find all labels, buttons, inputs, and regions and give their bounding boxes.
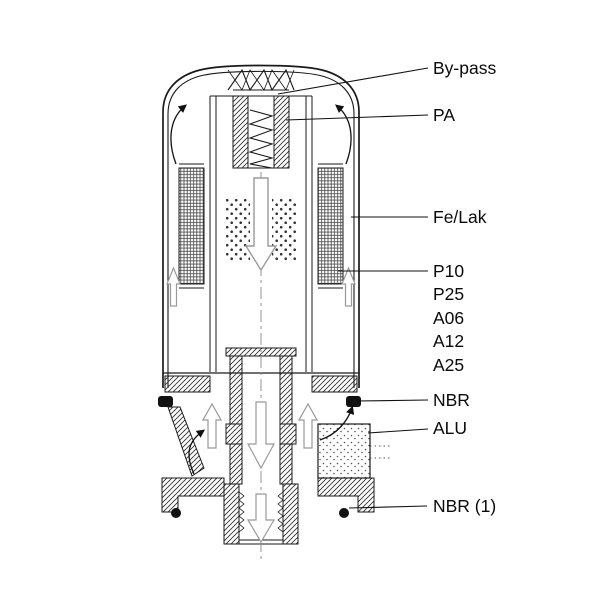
filter-cartridge [178,95,344,372]
port-wall-left [223,483,240,545]
inlet-block-right [317,423,371,479]
flow-arrow-down-port [246,493,276,544]
outlet-tube-wall-right [279,355,293,425]
port-thread-right [277,491,284,533]
callouts: By-pass PA Fe/Lak P10 P25 A06 A12 A25 NB… [277,58,496,516]
tube-perforations-left [226,198,250,262]
label-by-pass: By-pass [433,58,496,78]
label-nbr: NBR [433,390,470,410]
outlet-collar-left [225,423,243,445]
bottom-seal-right [339,508,349,518]
label-nbr-1: NBR (1) [433,496,496,516]
shell-inner-wall [167,70,355,388]
media-end-caps [179,163,343,289]
callout-alu: ALU [367,418,467,438]
inlet-dotted-lines [370,445,392,459]
flow-arrow-up-right [341,266,356,307]
leader-alu [367,428,429,434]
label-alu: ALU [433,418,467,438]
callout-p10: P10 [338,261,464,281]
curved-arrow-bottom-right [319,405,355,441]
base-flange-right [317,477,375,513]
filter-media-left [178,167,205,285]
label-a12: A12 [433,331,464,351]
flow-arrow-down-main [244,177,278,272]
leader-nbr-1 [348,505,428,509]
valve-housing-left [232,95,249,169]
outlet-lower-wall-right [279,443,293,485]
baseplate-right [311,375,358,393]
label-p10: P10 [433,261,464,281]
leader-pa [285,114,429,121]
curved-arrow-top-right [335,104,352,165]
label-pa: PA [433,105,455,125]
leader-by-pass [277,67,429,95]
label-fe-lak: Fe/Lak [433,207,487,227]
callout-pa: PA [285,105,455,125]
curved-arrow-top-left [170,104,187,165]
bottom-seal-left [171,508,181,518]
flow-arrow-up-base-left [201,402,223,449]
tube-perforations-right [272,198,296,262]
base-assembly [158,347,392,545]
callout-nbr-1: NBR (1) [348,496,496,516]
gasket-left [158,396,173,407]
outlet-collar-right [279,423,297,445]
flow-arrow-up-left [166,266,181,307]
callout-nbr: NBR [355,390,470,410]
flow-arrow-up-base-right [297,402,319,449]
label-a06: A06 [433,308,464,328]
curved-arrow-bottom-left [188,429,206,475]
port-wall-right [282,483,299,545]
baseplate-left [164,375,211,393]
filter-media-right [317,167,344,285]
base-strut-left [167,406,205,477]
bypass-spring [227,68,295,92]
flow-arrow-down-outlet [246,401,276,470]
leader-nbr [355,399,429,402]
bypass-valve-assembly [227,68,295,169]
callout-by-pass: By-pass [277,58,496,95]
center-tube-walls [209,95,313,372]
outlet-tube-wall-left [229,355,243,425]
base-flange-left [161,477,225,513]
valve-housing-right [273,95,290,169]
valve-inner-spring [248,109,275,169]
port-thread-left [238,491,245,533]
label-p25: P25 [433,284,464,304]
gasket-right [346,396,361,407]
label-a25: A25 [433,355,464,375]
callout-fe-lak: Fe/Lak [351,207,487,227]
flow-arrows [166,104,356,544]
outlet-lower-wall-left [229,443,243,485]
